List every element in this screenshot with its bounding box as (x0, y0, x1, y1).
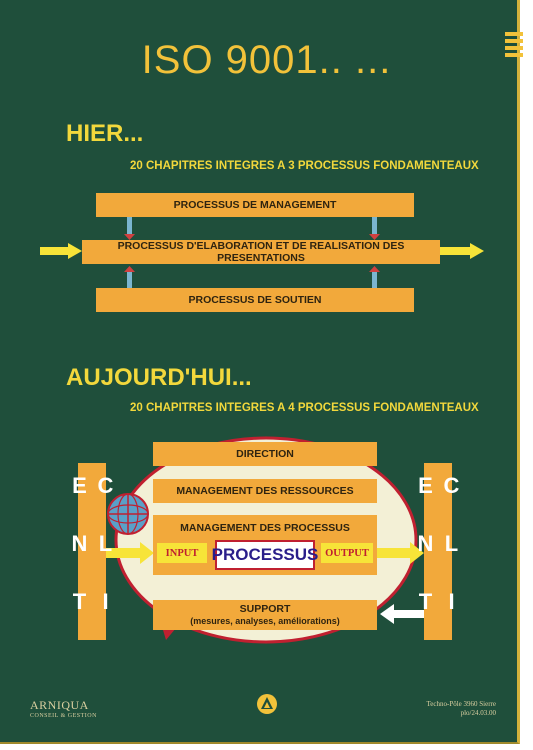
address-line-2: plo/24.03.00 (460, 709, 496, 717)
support-subtitle: (mesures, analyses, améliorations) (190, 616, 340, 626)
support-return-arrow (380, 604, 424, 624)
support-panel: SUPPORT (mesures, analyses, amélioration… (153, 600, 377, 630)
aujourdhui-subtitle: 20 CHAPITRES INTEGRES A 4 PROCESSUS FOND… (130, 402, 479, 414)
center-emblem-icon (256, 693, 278, 715)
processus-box: PROCESSUS (212, 540, 318, 570)
input-label: INPUT (157, 543, 207, 563)
support-title: SUPPORT (239, 603, 291, 615)
link-top-right (369, 217, 380, 240)
address-block: Techno-Pôle 3960 Sierre plo/24.03.00 (390, 700, 497, 718)
client-right: C L I E N T (413, 463, 464, 640)
logo-name: ARNIQUA (30, 698, 89, 712)
client-right-text: C L I E N T (413, 473, 464, 618)
globe-icon (107, 493, 149, 535)
input-arrow (106, 542, 154, 564)
hier-subtitle: 20 CHAPITRES INTEGRES A 3 PROCESSUS FOND… (130, 160, 479, 172)
menu-handle-icon[interactable] (503, 30, 525, 60)
bar-direction: DIRECTION (153, 442, 377, 466)
bar-processus-soutien: PROCESSUS DE SOUTIEN (96, 288, 414, 312)
bar-management-ressources: MANAGEMENT DES RESSOURCES (153, 479, 377, 503)
flow-arrow-right (438, 243, 484, 259)
client-left: C L I E N T (67, 463, 118, 640)
aujourdhui-heading: AUJOURD'HUI... (66, 364, 252, 391)
logo-subtitle: CONSEIL & GESTION (30, 713, 97, 719)
bar-processus-management: PROCESSUS DE MANAGEMENT (96, 193, 414, 217)
hier-heading: HIER... (66, 120, 144, 147)
link-top-left (124, 217, 135, 240)
address-line-1: Techno-Pôle 3960 Sierre (426, 700, 497, 708)
client-left-text: C L I E N T (67, 473, 118, 618)
page-title: ISO 9001.. ... (141, 38, 392, 82)
processus-panel-title: MANAGEMENT DES PROCESSUS (180, 522, 350, 534)
processus-panel: MANAGEMENT DES PROCESSUS INPUT PROCESSUS… (153, 515, 377, 575)
output-label: OUTPUT (321, 543, 373, 563)
hier-connectors (40, 217, 484, 288)
link-bottom-left (124, 266, 135, 288)
bar-processus-elaboration: PROCESSUS D'ELABORATION ET DE REALISATIO… (82, 240, 440, 264)
company-logo: ARNIQUA CONSEIL & GESTION (30, 698, 97, 719)
link-bottom-right (369, 266, 380, 288)
flow-arrow-left (40, 243, 82, 259)
output-arrow (376, 542, 424, 564)
